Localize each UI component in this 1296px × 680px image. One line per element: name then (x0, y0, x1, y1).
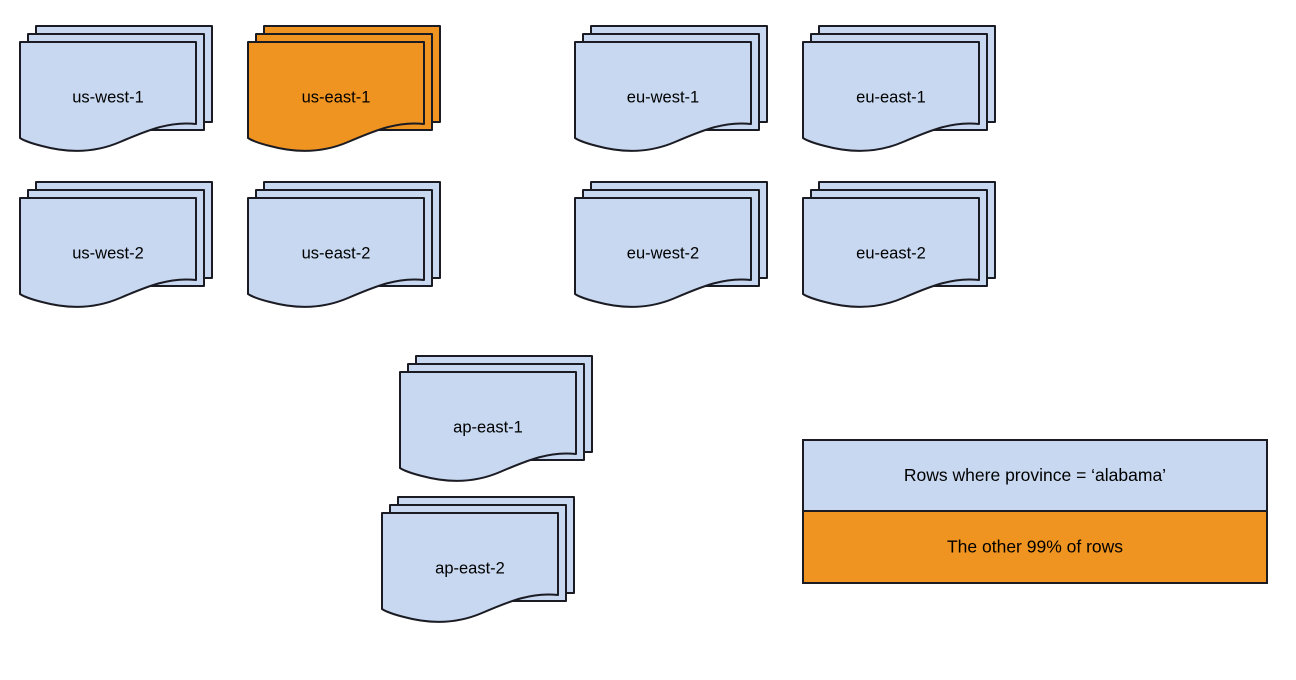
doc-stack-eu-west-2[interactable]: eu-west-2 (574, 181, 768, 308)
doc-stack-label: us-west-2 (72, 244, 144, 262)
doc-stack-label: eu-east-1 (856, 88, 926, 106)
doc-stack-label: ap-east-2 (435, 559, 505, 577)
doc-stack-us-west-2[interactable]: us-west-2 (19, 181, 213, 308)
legend-row-legend-orange: The other 99% of rows (802, 510, 1268, 584)
doc-stack-label: us-east-2 (302, 244, 371, 262)
doc-stack-ap-east-1[interactable]: ap-east-1 (399, 355, 593, 482)
region-stacks: us-west-1 us-east-1 eu-west-1 eu-east-1 us-w… (19, 25, 996, 623)
legend-row-legend-blue: Rows where province = ‘alabama’ (802, 439, 1268, 512)
legend-swatch-orange (802, 510, 1268, 584)
doc-stack-label: ap-east-1 (453, 418, 523, 436)
doc-stack-label: us-west-1 (72, 88, 144, 106)
legend-swatch-blue (802, 439, 1268, 512)
doc-stack-label: eu-east-2 (856, 244, 926, 262)
doc-stack-us-east-1[interactable]: us-east-1 (247, 25, 441, 152)
doc-stack-label: eu-west-1 (627, 88, 699, 106)
doc-stack-eu-west-1[interactable]: eu-west-1 (574, 25, 768, 152)
doc-stack-eu-east-1[interactable]: eu-east-1 (802, 25, 996, 152)
doc-stack-us-east-2[interactable]: us-east-2 (247, 181, 441, 308)
legend-label: The other 99% of rows (947, 537, 1123, 557)
doc-stack-us-west-1[interactable]: us-west-1 (19, 25, 213, 152)
doc-stack-label: us-east-1 (302, 88, 371, 106)
doc-stack-ap-east-2[interactable]: ap-east-2 (381, 496, 575, 623)
doc-stack-eu-east-2[interactable]: eu-east-2 (802, 181, 996, 308)
legend-label: Rows where province = ‘alabama’ (904, 465, 1166, 485)
doc-stack-label: eu-west-2 (627, 244, 699, 262)
legend: Rows where province = ‘alabama’ The other… (802, 439, 1268, 584)
